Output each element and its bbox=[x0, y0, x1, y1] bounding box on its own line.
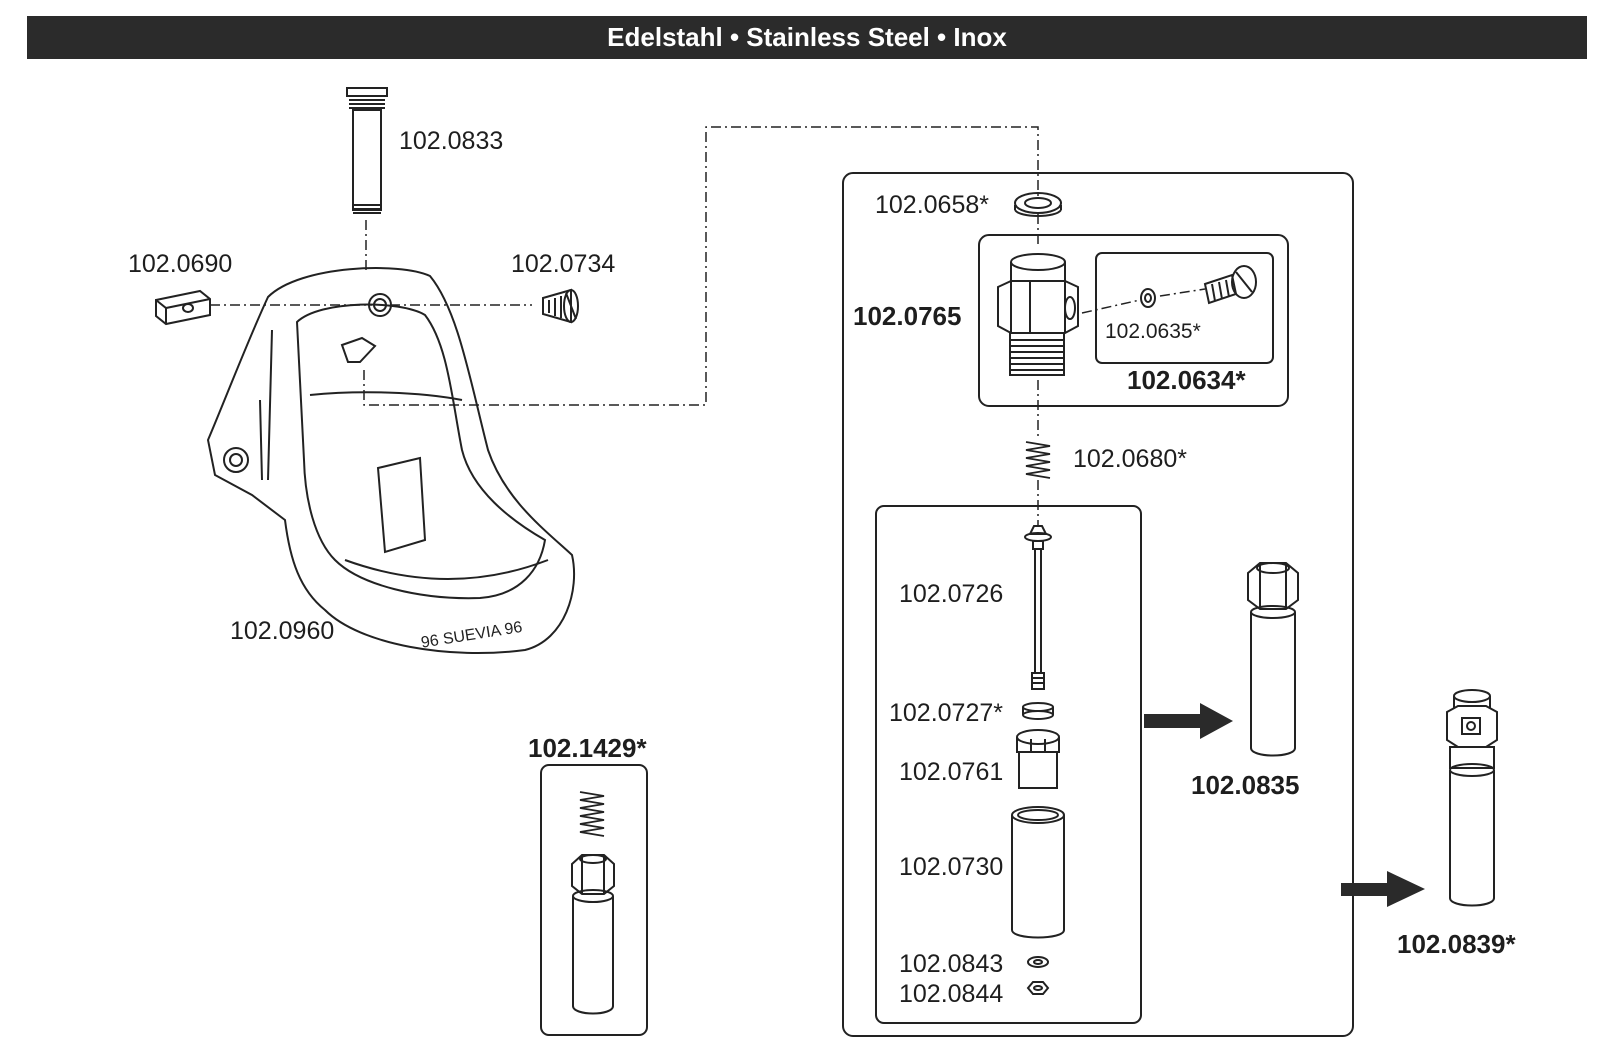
nut-0690-drawing bbox=[155, 289, 211, 326]
label-102-0833: 102.0833 bbox=[399, 127, 504, 155]
valve-assembly-frame bbox=[842, 172, 1354, 1037]
label-102-0727: 102.0727* bbox=[889, 699, 1004, 727]
label-102-0761: 102.0761 bbox=[899, 758, 1004, 786]
assembly-0835-drawing bbox=[1247, 562, 1299, 757]
arrow-to-0839 bbox=[1341, 871, 1425, 907]
label-102-0844: 102.0844 bbox=[899, 980, 1004, 1008]
title-text: Edelstahl • Stainless Steel • Inox bbox=[607, 22, 1007, 52]
label-102-0658: 102.0658* bbox=[875, 191, 990, 219]
label-102-0835: 102.0835 bbox=[1191, 770, 1300, 800]
label-102-0734: 102.0734 bbox=[511, 250, 616, 278]
valve-body-0765-drawing bbox=[997, 253, 1079, 376]
label-102-0960: 102.0960 bbox=[230, 617, 335, 645]
label-102-0843: 102.0843 bbox=[899, 950, 1004, 978]
label-102-0634: 102.0634* bbox=[1127, 365, 1246, 395]
pin-0726-drawing bbox=[1024, 525, 1052, 690]
label-102-0730: 102.0730 bbox=[899, 853, 1004, 881]
arrow-to-0835 bbox=[1144, 703, 1233, 739]
seal-0727-drawing bbox=[1022, 702, 1054, 720]
label-102-1429: 102.1429* bbox=[528, 733, 647, 763]
screw-0634-drawing bbox=[1203, 265, 1257, 305]
nut-0844-drawing bbox=[1026, 981, 1050, 995]
bowl-0960-drawing bbox=[206, 267, 576, 655]
washer-0843-drawing bbox=[1027, 956, 1049, 968]
washer-0658-drawing bbox=[1014, 192, 1062, 217]
oring-0635-drawing bbox=[1140, 288, 1156, 308]
screw-0734-drawing bbox=[542, 288, 579, 324]
label-102-0690: 102.0690 bbox=[128, 250, 233, 278]
assembly-0839-drawing bbox=[1446, 689, 1498, 907]
label-102-0680: 102.0680* bbox=[1073, 445, 1188, 473]
sleeve-0730-drawing bbox=[1011, 806, 1065, 939]
hexnut-0761-drawing bbox=[1016, 729, 1060, 789]
leader-lines bbox=[210, 126, 1206, 526]
screw-set-frame bbox=[1095, 252, 1274, 364]
kit-1429-drawing bbox=[571, 791, 615, 1015]
label-102-0765: 102.0765 bbox=[853, 301, 962, 331]
label-102-0726: 102.0726 bbox=[899, 580, 1004, 608]
spring-0680-drawing bbox=[1025, 441, 1051, 479]
bowl-engraving: 96 SUEVIA 96 bbox=[420, 619, 524, 652]
label-102-0839: 102.0839* bbox=[1397, 929, 1516, 959]
pipe-0833-drawing bbox=[346, 87, 388, 214]
valve-insert-frame bbox=[875, 505, 1142, 1024]
label-102-0635: 102.0635* bbox=[1105, 320, 1201, 343]
kit-1429-frame bbox=[540, 764, 648, 1036]
title-bar: Edelstahl • Stainless Steel • Inox bbox=[27, 16, 1587, 59]
valve-body-frame bbox=[978, 234, 1289, 407]
